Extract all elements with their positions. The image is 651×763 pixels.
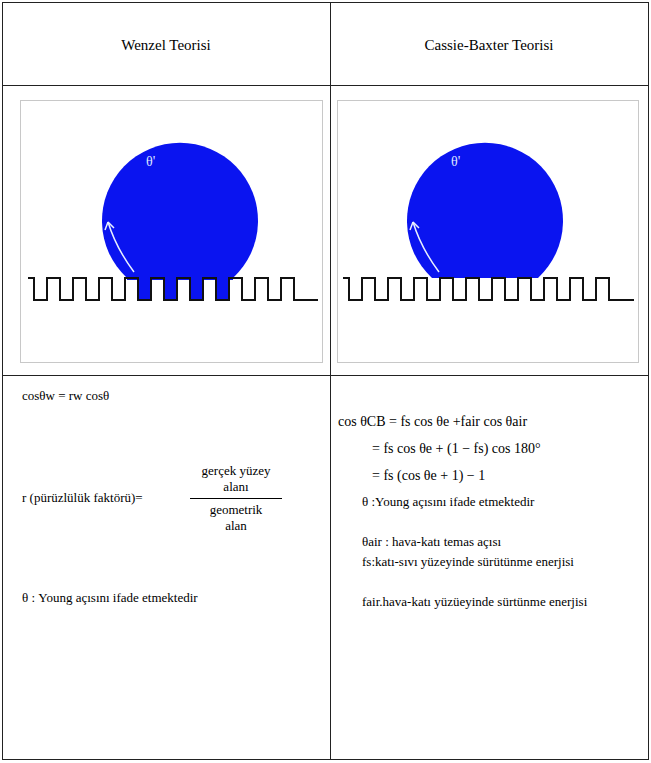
formula: cosθw = rw cosθ [22, 388, 322, 404]
angle-arrow [105, 222, 114, 230]
angle-arc [108, 222, 134, 272]
fraction-denominator: geometrik alan [200, 502, 272, 533]
column-line [330, 3, 331, 760]
column-header: Cassie-Baxter Teorisi [330, 36, 648, 54]
angle-label: θ' [146, 154, 176, 171]
note: θair : hava-katı temas açısı [362, 534, 642, 550]
groove-liquid [164, 277, 177, 300]
angle-label: θ' [451, 154, 481, 171]
formula: = fs (cos θe + 1) − 1 [372, 468, 642, 485]
note: θ :Young açısını ifade etmektedir [362, 494, 552, 510]
rough-surface [28, 278, 318, 300]
row-line [3, 375, 649, 376]
fraction-bar [190, 498, 282, 499]
picture-frame [338, 101, 639, 363]
rough-surface [343, 278, 634, 300]
angle-arrow [410, 222, 419, 230]
formula: cos θCB = fs cos θe +fair cos θair [338, 414, 644, 431]
droplet [407, 143, 563, 278]
note: fair.hava-katı yüzüeyinde sürtünme enerj… [362, 594, 592, 610]
column-header: Wenzel Teorisi [2, 36, 330, 54]
formula: r (pürüzlülük faktörü)= [22, 490, 192, 506]
groove-liquid [127, 276, 233, 300]
droplet [102, 143, 258, 278]
row-line [3, 85, 649, 86]
groove-liquid [190, 277, 203, 300]
groove-liquid [216, 277, 229, 300]
groove-liquid [138, 277, 151, 300]
table-border [3, 3, 649, 760]
picture-frame [21, 101, 323, 363]
formula: = fs cos θe + (1 − fs) cos 180° [372, 441, 642, 458]
angle-arc [413, 222, 439, 272]
fraction-numerator: gerçek yüzey alanı [190, 463, 282, 494]
note: θ : Young açısını ifade etmektedir [22, 590, 322, 606]
note: fs:katı-sıvı yüzeyinde sürütünme enerjis… [362, 554, 592, 570]
